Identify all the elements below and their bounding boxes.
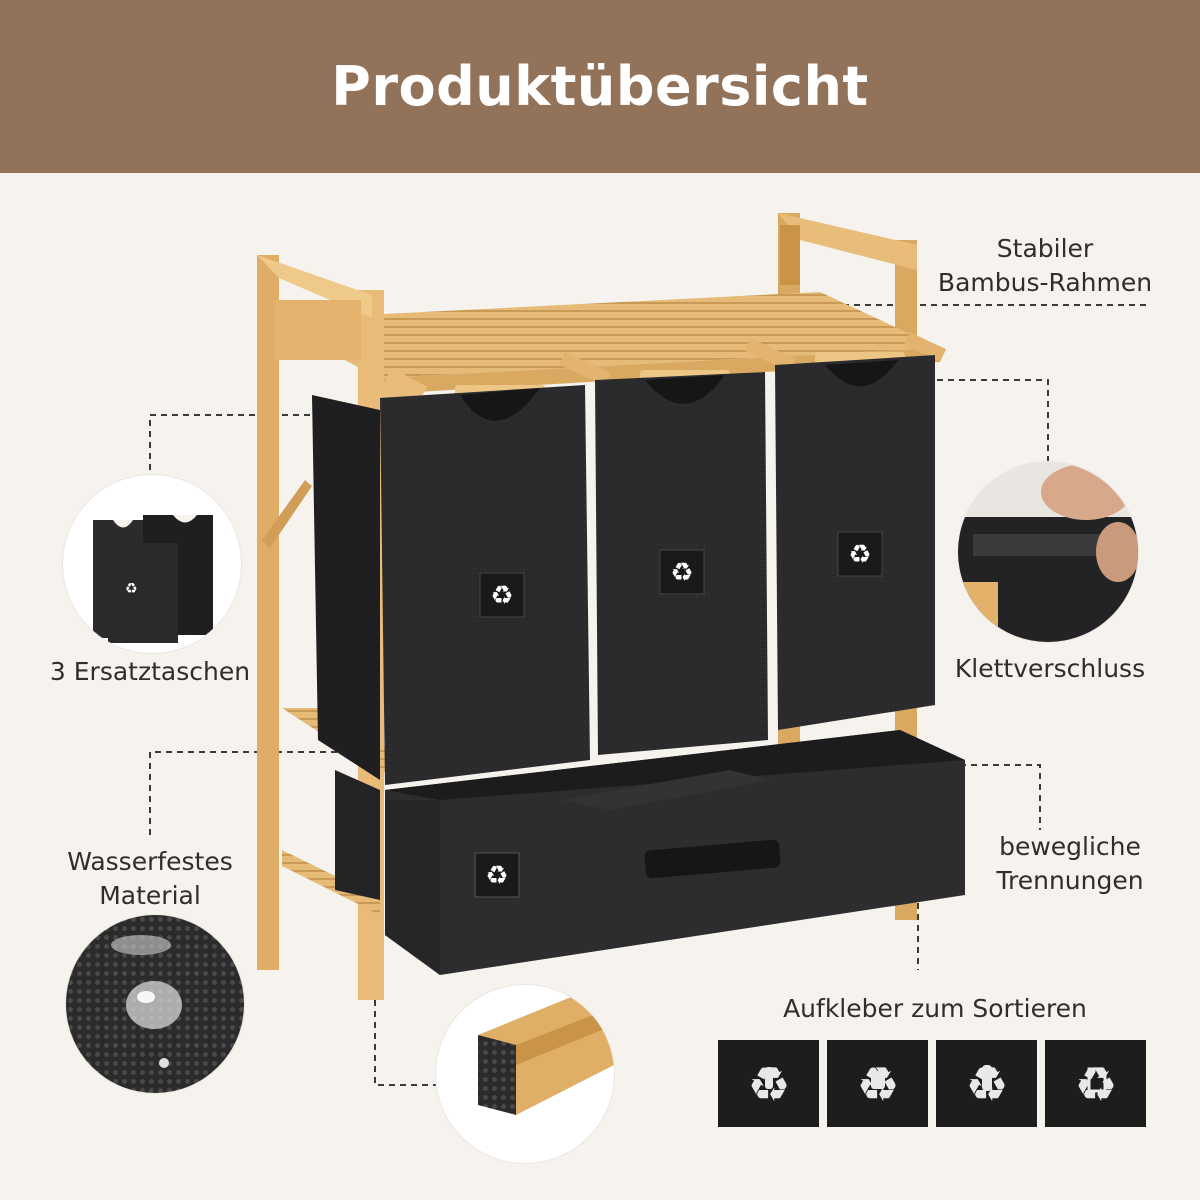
waterproof-callout-line2: Material [99, 881, 201, 910]
stickers-callout: Aufkleber zum Sortieren [783, 994, 1087, 1023]
spare-bags-detail-image: ♻ [63, 475, 241, 653]
waterproof-callout-line1: Wasserfestes [67, 847, 233, 876]
dividers-callout: bewegliche Trennungen [960, 830, 1180, 898]
spare-bags-callout: 3 Ersatztaschen [49, 657, 251, 686]
waterproof-fabric-detail-image [66, 915, 244, 1093]
header-banner: Produktübersicht [0, 0, 1200, 173]
sorting-stickers: ♻ ♻ ♻ ♻ [718, 1040, 1148, 1130]
storage-drawer: ♻ [335, 730, 965, 975]
frame-callout: Stabiler Bambus-Rahmen [920, 232, 1170, 300]
page-title: Produktübersicht [331, 55, 869, 118]
laundry-bag-right: ♻ [775, 355, 935, 730]
waterproof-callout: Wasserfestes Material [40, 845, 260, 913]
svg-text:♻: ♻ [1074, 1057, 1117, 1113]
frame-callout-line2: Bambus-Rahmen [937, 268, 1153, 297]
svg-text:♻: ♻ [485, 861, 508, 891]
frame-callout-line1: Stabiler [996, 234, 1094, 263]
laundry-bag-middle: ♻ [595, 372, 768, 755]
dividers-callout-line2: Trennungen [996, 866, 1144, 895]
svg-text:♻: ♻ [670, 558, 693, 588]
paper-recycle-icon: ♻ [1045, 1040, 1146, 1127]
svg-text:♻: ♻ [490, 581, 513, 611]
velcro-detail-image [958, 462, 1138, 642]
bamboo-cross-section-detail-image [436, 985, 614, 1163]
dividers-callout-line1: bewegliche [999, 832, 1141, 861]
velcro-callout: Klettverschluss [954, 654, 1146, 683]
svg-text:♻: ♻ [125, 581, 138, 597]
svg-text:♻: ♻ [848, 540, 871, 570]
bottle-recycle-icon: ♻ [718, 1040, 819, 1127]
laundry-bag-left: ♻ [312, 385, 590, 785]
can-recycle-icon: ♻ [827, 1040, 928, 1127]
plastic-bottle-recycle-icon: ♻ [936, 1040, 1037, 1127]
